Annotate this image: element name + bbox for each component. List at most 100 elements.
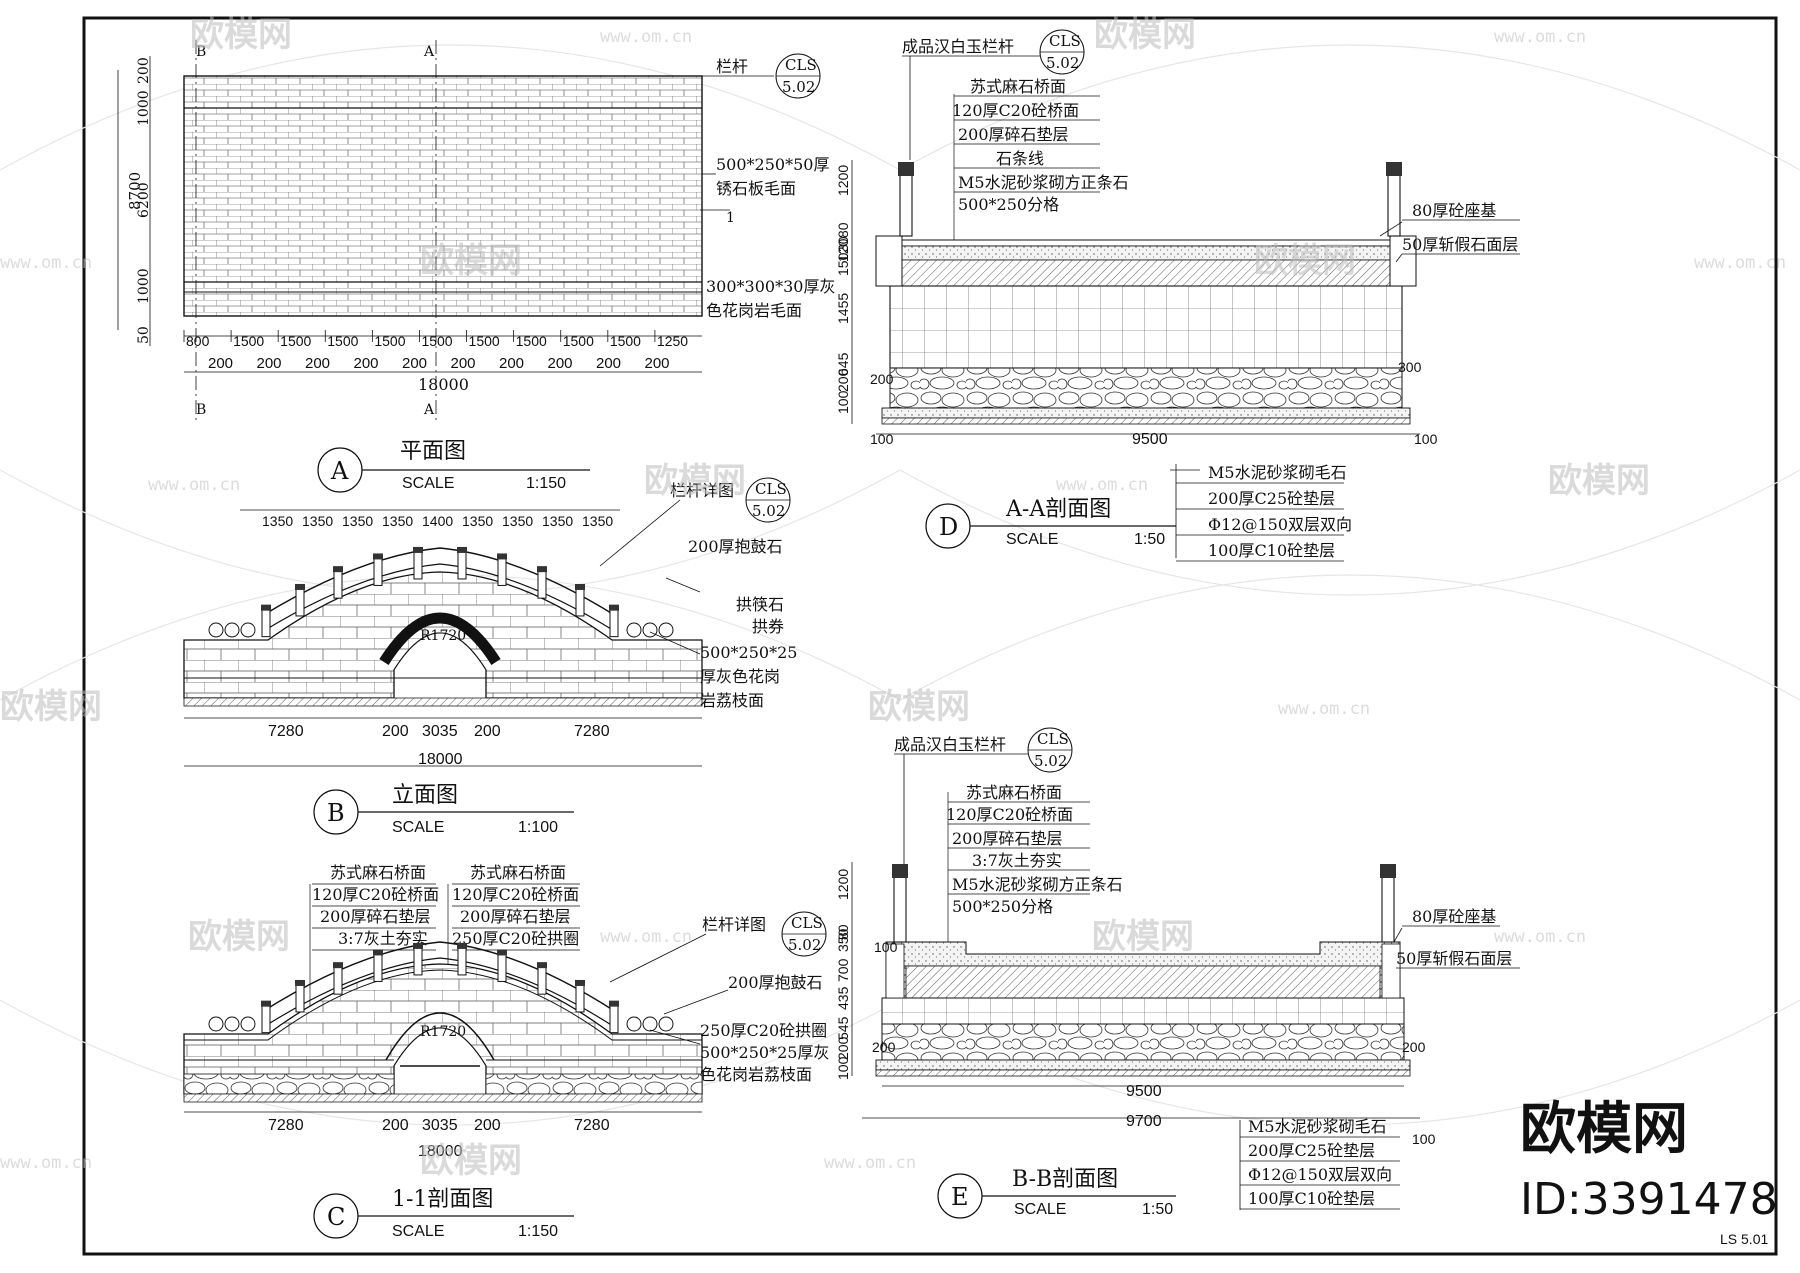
plan-dim-span-5: 1500 [421,333,452,349]
plan-dim-gap-6: 200 [499,355,524,372]
elevPosts-post-cap-0 [261,604,271,611]
elevation-top-dim-6: 1350 [502,513,533,529]
aa-view-letter: D [939,513,958,541]
bb-left-dim-1: 80 [835,924,851,940]
sheet-frame [82,16,1778,1256]
plan-dim-left-1: 1000 [136,90,152,126]
watermark-brand-3: 欧模网 [420,241,522,281]
bb-side-dim-0: 100 [874,939,898,955]
elevPosts-post-cap-1 [295,583,305,590]
s11Posts-post-cap-2 [333,962,343,969]
bb-left-dim-0: 1200 [835,869,851,900]
aa-left-dim-8: 100 [835,390,851,414]
brand-logo-text: 欧模网 [1520,1097,1688,1162]
s11Posts-post-5 [457,946,467,976]
aa-left-dim-7: 200 [835,368,851,392]
elevation-note-4: 厚灰色花岗 [700,667,780,686]
aa-note-top-3: 石条线 [996,149,1044,168]
plan-view: B A B A 1 8700 200 1000 6200 1000 50 栏杆 … [117,40,835,493]
bb-scale: 1:50 [1142,1201,1173,1218]
bb-note-top-3: 3:7灰土夯实 [972,851,1062,870]
s11-view-title: 1-1剖面图 [392,1187,493,1212]
bb-note-top-2: 200厚碎石垫层 [952,829,1063,848]
plan-dim-total: 18000 [418,375,469,394]
s11Posts-post-cap-6 [497,949,507,956]
plan-dim-span-4: 1500 [374,333,405,349]
s11-note-left-1: 120厚C20砼桥面 [312,885,439,904]
s11-scale: 1:150 [518,1223,558,1240]
plan-deck [183,75,703,317]
aa-left-dim-3: 120 [835,238,851,262]
bb-note-right-1: 50厚斩假石面层 [1396,949,1512,968]
s11-note-right-0: 苏式麻石桥面 [470,863,566,882]
bb-note-bottom-1: 200厚C25砼垫层 [1248,1141,1375,1160]
bb-note-right-0: 80厚砼座基 [1412,907,1496,926]
watermark-site-7: www.om.cn [1278,699,1370,719]
s11Posts-post-1 [295,983,305,1013]
elevation-scale-word: SCALE [392,819,444,836]
s11-note-right-3: 250厚C20砼拱圈 [452,929,579,948]
elevation-total: 18000 [418,751,463,768]
bb-scale-word: SCALE [1014,1201,1066,1218]
plan-view-title: 平面图 [400,439,466,464]
s11-dim-1: 200 [382,1117,409,1134]
elevPosts-post-4 [413,550,423,580]
s11-side-1: 250厚C20砼拱圈 [700,1021,827,1040]
elevation-note-5: 岩荔枝面 [700,691,764,710]
s11Posts-post-cap-1 [295,979,305,986]
plan-dim-gap-4: 200 [402,355,427,372]
elevPosts-post-2 [333,569,343,599]
elevation-note-2: 拱券 [752,617,784,636]
plan-ref-top: CLS [785,56,817,74]
s11-note-right-2: 200厚碎石垫层 [460,907,571,926]
elevPosts-post-cap-2 [333,566,343,573]
s11-note-left-0: 苏式麻石桥面 [330,863,426,882]
elevation-view-title: 立面图 [392,783,458,808]
aa-ref-top: CLS [1049,32,1081,50]
elevation-top-dim-1: 1350 [302,513,333,529]
elevation-dim-0: 7280 [268,723,304,740]
aa-left-dim-4: 150 [835,252,851,276]
watermark-brand-8: 欧模网 [868,687,970,727]
plan-rail-label: 栏杆 [716,57,748,76]
aa-scale-word: SCALE [1006,531,1058,548]
section-1-1-view: 苏式麻石桥面 120厚C20砼桥面 200厚碎石垫层 3:7灰土夯实 苏式麻石桥… [183,863,829,1240]
watermark-site-5: www.om.cn [148,475,240,495]
cut-mark-b-top: B [196,44,206,60]
plan-note-slab-1: 500*250*50厚 [716,155,829,174]
elevPosts-post-6 [497,556,507,586]
elevPosts-post-cap-9 [609,604,619,611]
watermark-brand-11: 欧模网 [420,1141,522,1181]
s11Posts-post-2 [333,965,343,995]
bb-side-dim-2: 200 [1402,1039,1426,1055]
elevPosts-post-5 [457,550,467,580]
plan-dim-gap-0: 200 [208,355,233,372]
elevation-top-dim-5: 1350 [462,513,493,529]
plan-dim-span-9: 1500 [610,333,641,349]
s11Posts-post-9 [609,1004,619,1034]
bb-view-title: B-B剖面图 [1012,1167,1118,1192]
aa-ref-bottom: 5.02 [1046,54,1079,72]
watermarks: 欧模网 欧模网 欧模网 欧模网 欧模网 欧模网 欧模网 欧模网 欧模网 欧模网 … [0,15,1786,1181]
watermark-brand-6: 欧模网 [1548,461,1650,501]
plan-dim-span-1: 1500 [233,333,264,349]
cut-mark-a-top: A [423,44,435,60]
bb-note-top-0: 苏式麻石桥面 [966,783,1062,802]
elevPosts-post-cap-3 [373,553,383,560]
elevPosts-post-cap-5 [457,546,467,553]
watermark-brand-10: 欧模网 [1092,917,1194,957]
s11Posts-post-cap-8 [575,979,585,986]
bb-view-letter: E [951,1183,969,1211]
plan-dim-gap-9: 200 [645,355,670,372]
bb-left-dim-2: 350 [835,928,851,952]
plan-dim-gap-8: 200 [596,355,621,372]
elevation-ref-top: CLS [755,480,787,498]
watermark-brand-9: 欧模网 [188,917,290,957]
s11Posts-post-4 [413,946,423,976]
s11Posts-post-cap-7 [537,962,547,969]
s11-note-left-2: 200厚碎石垫层 [320,907,431,926]
s11Posts-post-7 [537,965,547,995]
s11-dim-2: 3035 [422,1117,458,1134]
elevation-radius: R1720 [420,628,466,644]
